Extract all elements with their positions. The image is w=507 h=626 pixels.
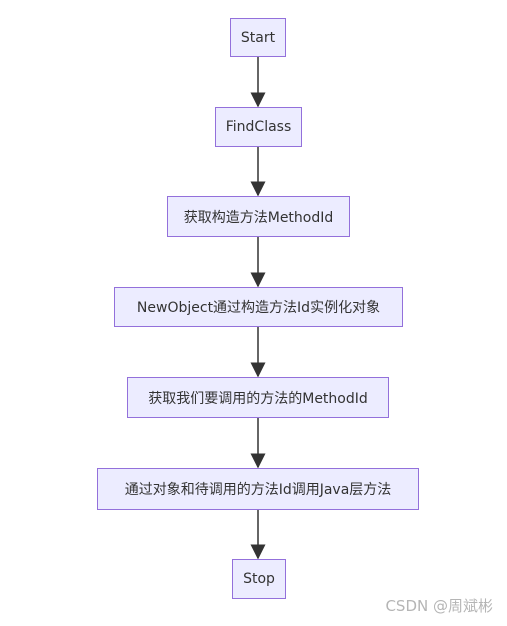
node-get-constructor-methodid: 获取构造方法MethodId xyxy=(167,196,350,237)
node-findclass: FindClass xyxy=(215,107,302,147)
node-call-java-method: 通过对象和待调用的方法Id调用Java层方法 xyxy=(97,468,419,510)
watermark: CSDN @周斌彬 xyxy=(385,597,493,615)
node-stop: Stop xyxy=(232,559,286,599)
node-newobject: NewObject通过构造方法Id实例化对象 xyxy=(114,287,403,327)
node-get-target-methodid: 获取我们要调用的方法的MethodId xyxy=(127,377,389,418)
node-start: Start xyxy=(230,18,286,57)
